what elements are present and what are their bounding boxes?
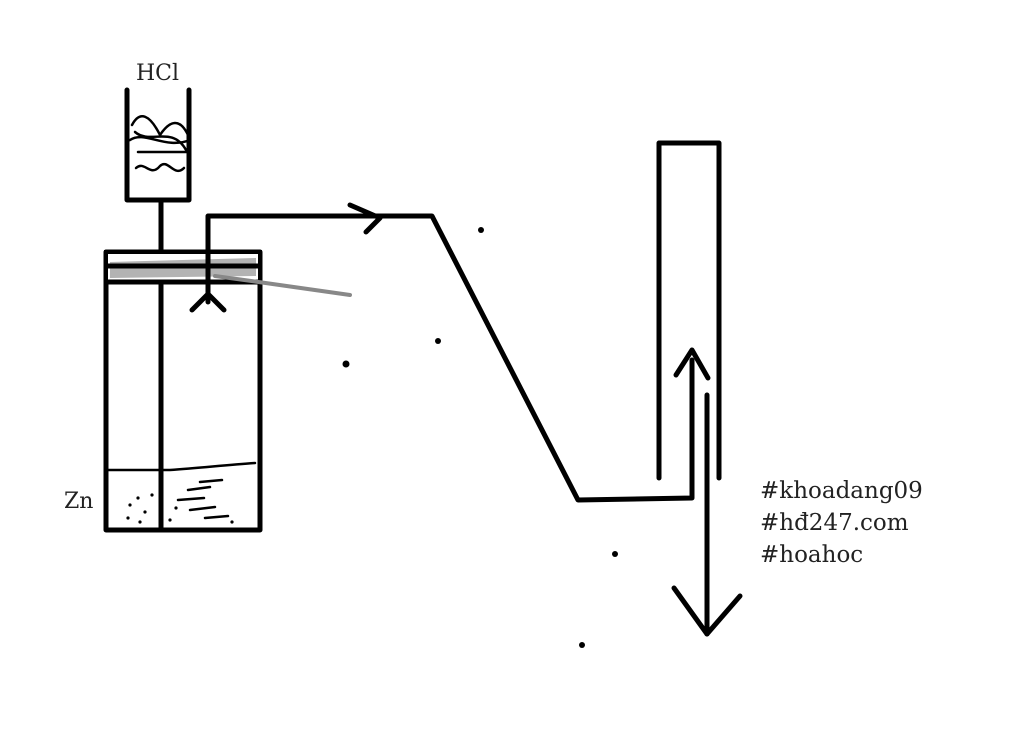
dropping-funnel xyxy=(124,87,192,533)
delivery-tube xyxy=(189,202,695,503)
zinc-granules xyxy=(126,478,234,524)
hashtag-line: #hđ247.com xyxy=(760,510,909,536)
hashtag-line: #hoahoc xyxy=(760,542,863,568)
collection-tube xyxy=(656,140,722,481)
down-arrow-icon xyxy=(671,392,743,637)
hcl-label: HCl xyxy=(136,61,179,86)
reaction-flask xyxy=(103,249,352,533)
hashtag-line: #khoadang09 xyxy=(760,478,923,504)
stray-dots xyxy=(342,227,618,648)
zn-label: Zn xyxy=(64,489,93,514)
hashtag-block: #khoadang09 #hđ247.com #hoahoc xyxy=(760,478,923,568)
up-arrow-icon xyxy=(673,347,711,381)
